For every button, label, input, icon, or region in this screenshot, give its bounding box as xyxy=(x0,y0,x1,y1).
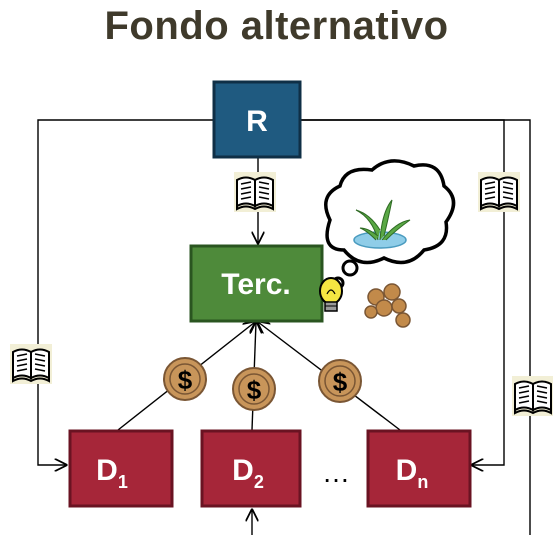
book-icon xyxy=(511,375,553,417)
coin-icon: $ xyxy=(232,367,276,411)
ellipsis: … xyxy=(322,457,350,488)
book-icon xyxy=(9,343,53,385)
svg-text:Dn: Dn xyxy=(396,454,429,492)
node-dn-label: D xyxy=(396,454,418,487)
svg-text:D2: D2 xyxy=(232,454,264,492)
coin-symbol: $ xyxy=(247,375,262,405)
node-d1-label: D xyxy=(96,454,118,487)
diagram-title: Fondo alternativo xyxy=(104,4,449,48)
lightbulb-icon xyxy=(319,277,343,312)
plant-icon xyxy=(353,199,411,249)
node-d2-label: D xyxy=(232,454,254,487)
node-d2: D2 xyxy=(200,429,302,508)
book-icon xyxy=(233,171,277,213)
seeds-icon xyxy=(364,283,411,328)
node-d1-subscript: 1 xyxy=(118,472,128,492)
coin-symbol: $ xyxy=(178,365,193,395)
svg-text:D1: D1 xyxy=(96,454,128,492)
thought-bubble-icon xyxy=(324,159,456,290)
node-terc: Terc. xyxy=(189,244,324,323)
arrow-r-to-d1 xyxy=(37,119,214,465)
node-d2-subscript: 2 xyxy=(254,472,264,492)
coin-icon: $ xyxy=(163,357,207,401)
node-r-label: R xyxy=(246,105,268,138)
node-dn-subscript: n xyxy=(417,472,428,492)
node-r: R xyxy=(212,80,302,159)
node-terc-label: Terc. xyxy=(221,268,290,301)
coin-icon: $ xyxy=(318,359,362,403)
node-dn: Dn xyxy=(366,429,472,508)
coin-symbol: $ xyxy=(333,367,348,397)
node-d1: D1 xyxy=(68,429,174,508)
book-icon xyxy=(477,171,521,213)
